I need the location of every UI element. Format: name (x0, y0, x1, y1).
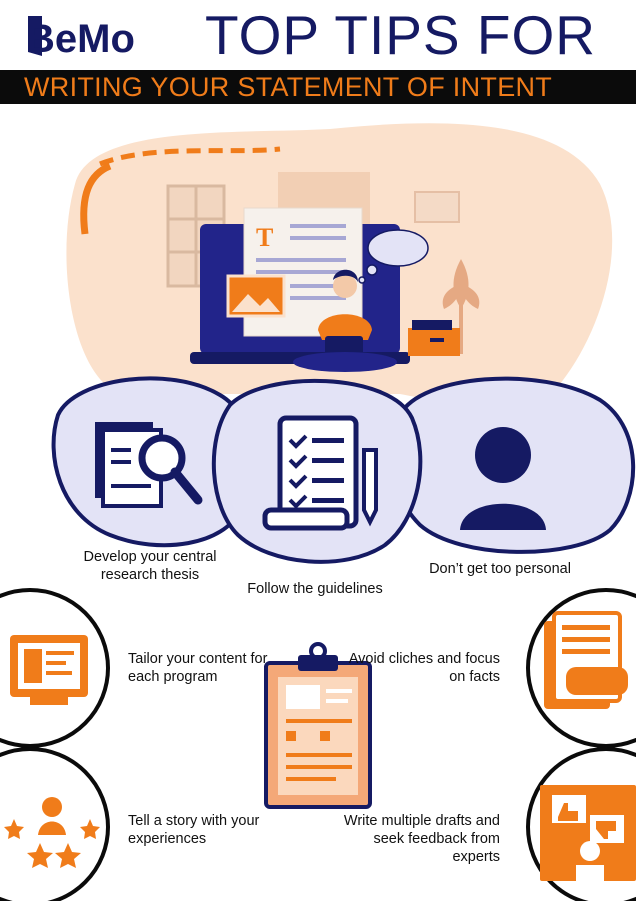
tip-label-tell-story: Tell a story with your experiences (128, 813, 260, 847)
orange-arc (80, 162, 112, 235)
tip-label-research-thesis: Develop your central research thesis (83, 549, 217, 583)
hero-illustration: T (66, 123, 613, 404)
image-card-icon (226, 274, 286, 318)
tip-label-avoid-cliches: Avoid cliches and focus on facts (348, 651, 500, 685)
dashed-arc (99, 146, 281, 167)
person-silhouette-icon (460, 427, 546, 530)
svg-text:T: T (256, 223, 273, 252)
document-magnifier-icon (95, 422, 203, 508)
logo-book-mark (28, 16, 42, 56)
tip-label-personal: Don’t get too personal (429, 561, 571, 577)
thought-cloud-icon (358, 229, 429, 284)
tip-label-guidelines: Follow the guidelines (247, 581, 383, 597)
orange-box-icon (408, 320, 460, 356)
subtitle-bar: WRITING YOUR STATEMENT OF INTENT (0, 70, 636, 104)
bottom-illustration (0, 588, 636, 901)
monitor-layout-icon (10, 635, 88, 705)
tip-label-tailor-content: Tailor your content for each program (128, 651, 268, 685)
page-subtitle: WRITING YOUR STATEMENT OF INTENT (24, 72, 553, 102)
wall-frame (414, 191, 460, 223)
plant-icon (442, 259, 480, 354)
tips-row-illustration (51, 376, 636, 564)
bemo-logo: BeMo (26, 16, 135, 60)
document-stack-icon (544, 611, 628, 709)
page-title: TOP TIPS FOR (205, 4, 596, 66)
tip-label-multiple-drafts: Write multiple drafts and seek feedback … (343, 813, 500, 865)
logo-text: BeMo (26, 17, 135, 60)
person-laptop-icon (293, 269, 397, 372)
clipboard-icon (264, 642, 372, 809)
person-stars-icon (4, 797, 100, 868)
feedback-board-icon (540, 785, 636, 881)
checklist-pen-icon (262, 415, 378, 531)
